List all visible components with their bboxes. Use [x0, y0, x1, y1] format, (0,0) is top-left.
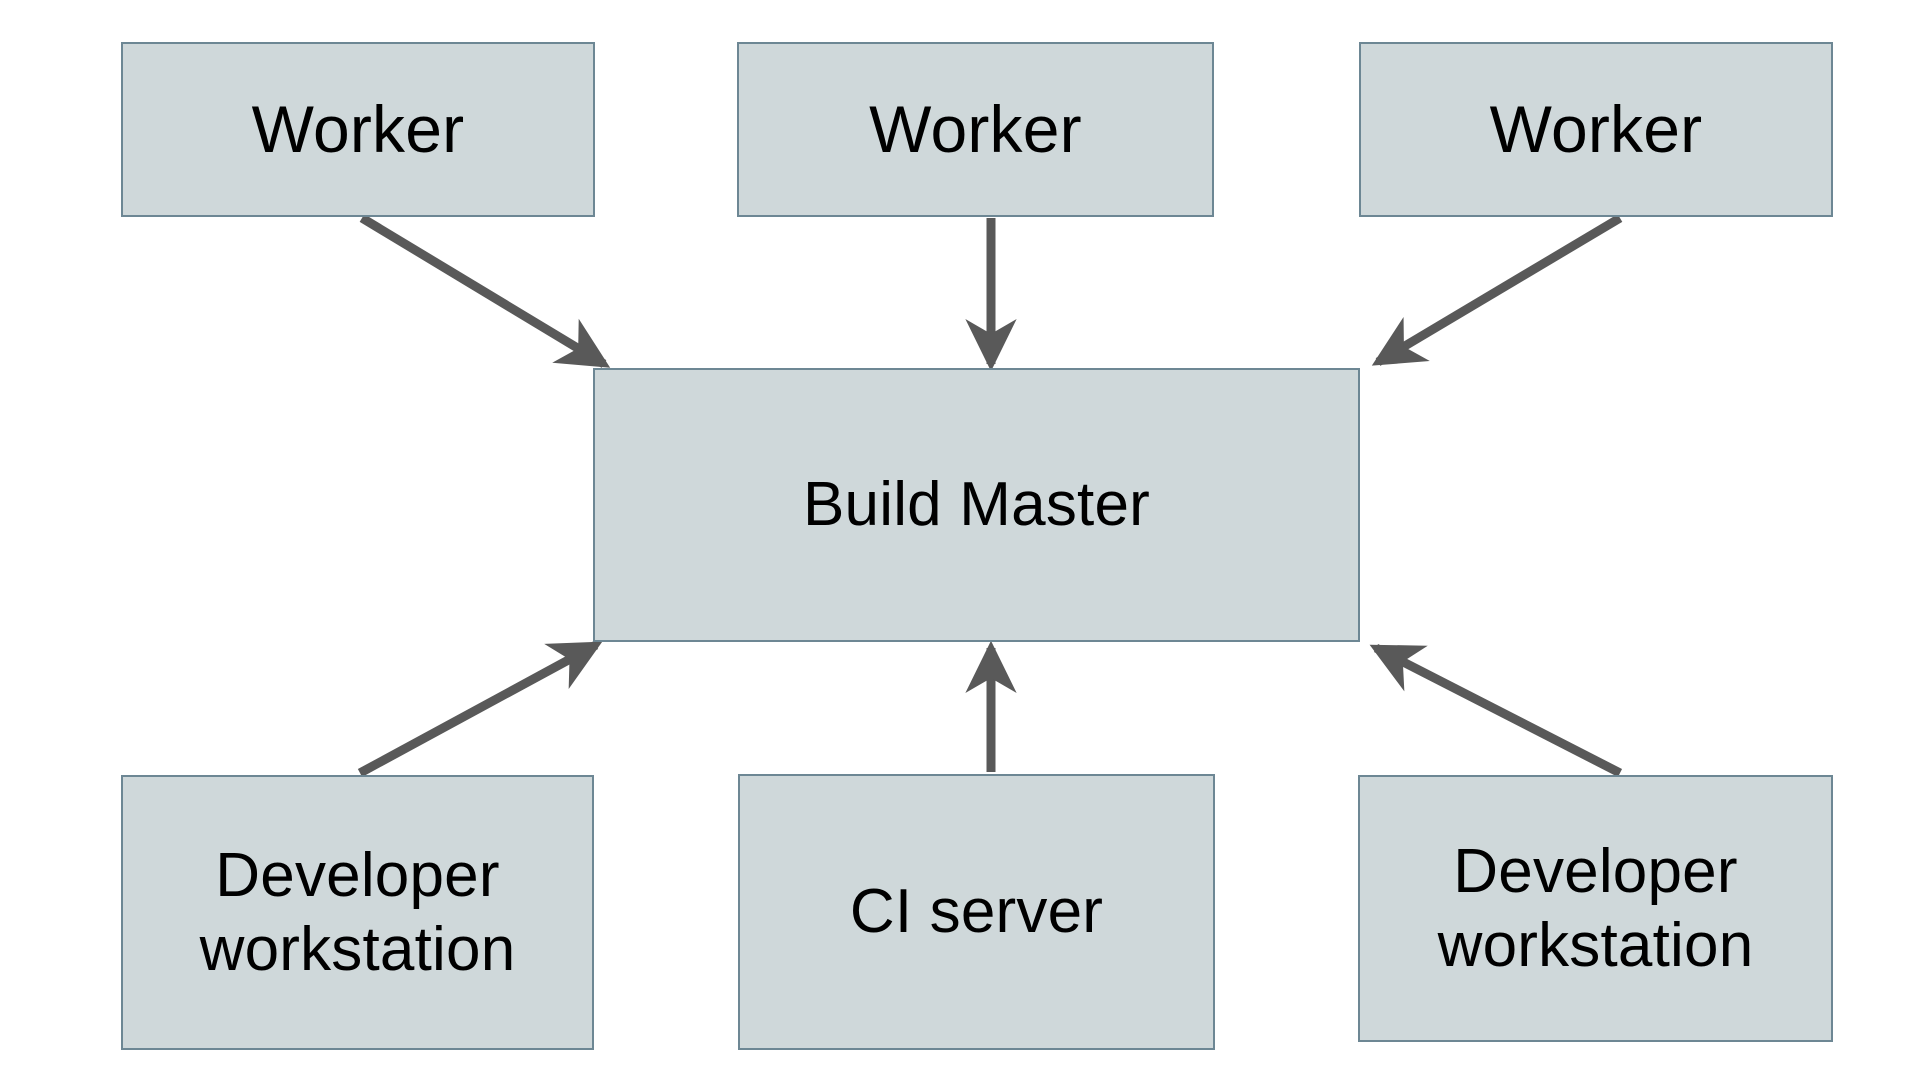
node-ci-server[interactable]: CI server [738, 774, 1215, 1050]
node-worker-2[interactable]: Worker [737, 42, 1214, 217]
node-worker-1-label: Worker [251, 91, 465, 166]
node-developer-workstation-2-label: Developer workstation [1437, 837, 1754, 980]
edge-worker1-to-master [359, 214, 611, 368]
node-ci-server-label: CI server [849, 877, 1104, 947]
edge-worker3-to-master [1371, 214, 1623, 366]
node-worker-3[interactable]: Worker [1359, 42, 1833, 217]
node-build-master[interactable]: Build Master [593, 368, 1360, 642]
node-developer-workstation-1[interactable]: Developer workstation [121, 775, 594, 1050]
node-developer-workstation-2[interactable]: Developer workstation [1358, 775, 1833, 1042]
node-worker-3-label: Worker [1489, 91, 1703, 166]
node-worker-1[interactable]: Worker [121, 42, 595, 217]
node-worker-2-label: Worker [869, 91, 1082, 166]
node-build-master-label: Build Master [803, 470, 1150, 540]
node-developer-workstation-1-label: Developer workstation [199, 841, 516, 984]
edge-devws2-to-master [1369, 643, 1623, 778]
edge-devws1-to-master [357, 641, 603, 777]
